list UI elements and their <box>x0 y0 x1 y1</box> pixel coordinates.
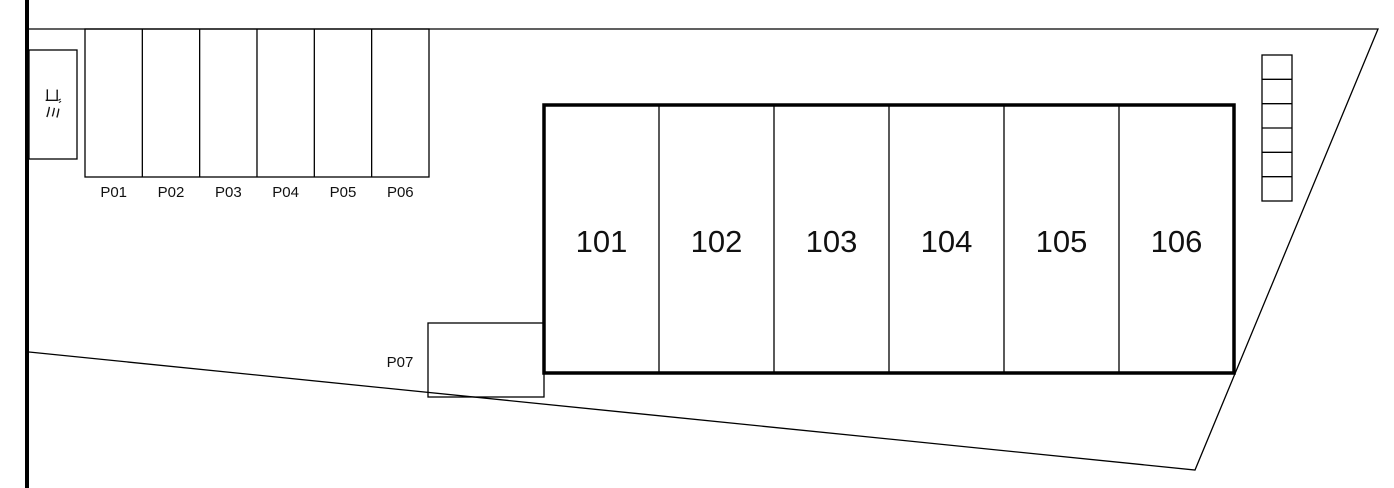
parking-label-p01: P01 <box>100 184 127 201</box>
bicycle-rack <box>1261 54 1293 202</box>
unit-label-104: 104 <box>921 224 973 259</box>
building: 101 102 103 104 105 106 <box>542 103 1236 375</box>
parking-top-row: P01 P02 P03 P04 P05 P06 <box>84 28 430 201</box>
unit-label-102: 102 <box>691 224 743 259</box>
unit-label-101: 101 <box>576 224 628 259</box>
parking-label-p03: P03 <box>215 184 242 201</box>
garbage-label: ゴミ <box>43 87 63 121</box>
parking-label-p02: P02 <box>158 184 185 201</box>
garbage-enclosure <box>28 49 78 160</box>
parking-label-p06: P06 <box>387 184 414 201</box>
parking-label-p07: P07 <box>387 354 414 371</box>
unit-label-105: 105 <box>1036 224 1088 259</box>
unit-label-106: 106 <box>1151 224 1203 259</box>
parking-label-p04: P04 <box>272 184 299 201</box>
unit-label-103: 103 <box>806 224 858 259</box>
garbage-area: ゴミ <box>28 49 78 160</box>
parking-space-p07-box <box>427 322 545 398</box>
parking-label-p05: P05 <box>330 184 357 201</box>
parking-space-p07: P07 <box>387 322 545 398</box>
site-boundary <box>28 28 1379 471</box>
